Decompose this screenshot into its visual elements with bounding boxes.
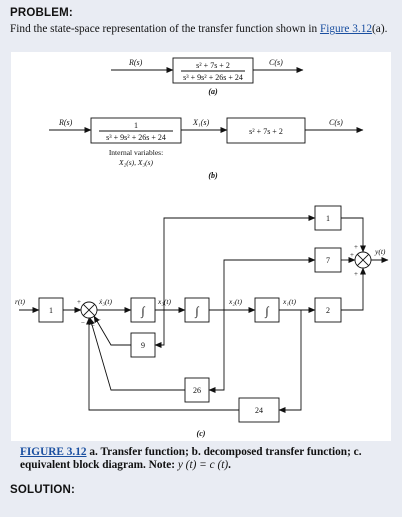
figure-link[interactable]: Figure 3.12 bbox=[319, 23, 373, 35]
c-x3dot-label: ẋ₃(t) bbox=[98, 297, 113, 306]
problem-statement: Find the state-space representation of t… bbox=[10, 23, 390, 36]
b-block2-tf: s² + 7s + 2 bbox=[249, 127, 283, 136]
c-x1-to-fb24 bbox=[278, 310, 302, 413]
c-x3-to-gain1 bbox=[163, 215, 316, 310]
a-output-label: C(s) bbox=[269, 58, 283, 67]
c-fb-gain-24-value: 24 bbox=[255, 406, 263, 415]
b-block1-denominator: s³ + 9s² + 26s + 24 bbox=[106, 133, 166, 142]
c-gain2-to-sum bbox=[341, 267, 366, 311]
c-x2-to-gain7 bbox=[223, 257, 316, 310]
b-input-label: R(s) bbox=[58, 118, 73, 127]
caption-math: y (t) = c (t) bbox=[177, 459, 229, 471]
a-denominator: s³ + 9s² + 26s + 24 bbox=[183, 73, 243, 82]
c-integrator-2-symbol: ∫ bbox=[194, 304, 199, 318]
c-fb26-to-sum bbox=[88, 317, 185, 391]
c-sign-minus-3: − bbox=[97, 316, 101, 324]
figure-caption: FIGURE 3.12 a. Transfer function; b. dec… bbox=[20, 446, 390, 472]
c-sign-plus: + bbox=[77, 298, 81, 306]
problem-text-end: (a). bbox=[372, 23, 388, 35]
b-mid-signal-label: X₁(s) bbox=[192, 118, 209, 127]
c-fb-gain-26-value: 26 bbox=[193, 386, 201, 395]
c-sign-minus-2: − bbox=[91, 322, 95, 330]
caption-end: . bbox=[228, 459, 231, 471]
c-x1-label: x₁(t) bbox=[282, 297, 297, 306]
b-note-line2: X₂(s), X₃(s) bbox=[118, 158, 153, 167]
c-out-cross-2 bbox=[356, 253, 370, 267]
c-out-sign-bottom: + bbox=[354, 270, 358, 278]
b-block1-numerator: 1 bbox=[134, 121, 138, 130]
solution-header: SOLUTION: bbox=[10, 484, 76, 496]
a-figure-label: (a) bbox=[208, 87, 218, 96]
c-x3-label: x₃(t) bbox=[157, 297, 172, 306]
a-transfer-block bbox=[172, 57, 254, 84]
c-input-label: r(t) bbox=[15, 297, 26, 306]
c-sum-cross-2 bbox=[82, 303, 96, 317]
c-gain-2-value: 2 bbox=[326, 306, 330, 315]
c-gain-7-value: 7 bbox=[326, 256, 330, 265]
c-integrator-1-symbol: ∫ bbox=[140, 304, 145, 318]
c-x2-label: x₂(t) bbox=[228, 297, 243, 306]
c-x3-to-fb9 bbox=[154, 310, 165, 348]
c-integrator-3-symbol: ∫ bbox=[264, 304, 269, 318]
c-fb9-to-sum bbox=[93, 315, 131, 346]
c-out-sign-left: + bbox=[350, 251, 354, 259]
figure-3-12: R(s) s² + 7s + 2 s³ + 9s² + 26s + 24 C(s… bbox=[11, 52, 391, 441]
b-note-line1: Internal variables: bbox=[109, 148, 163, 157]
c-gain-in-value: 1 bbox=[49, 306, 53, 315]
c-out-sign-top: + bbox=[354, 243, 358, 251]
problem-header: PROBLEM: bbox=[10, 7, 73, 19]
c-x2-to-fb26 bbox=[208, 310, 225, 393]
caption-figure-link[interactable]: FIGURE 3.12 bbox=[20, 446, 87, 458]
block-diagram-figure: R(s) s² + 7s + 2 s³ + 9s² + 26s + 24 C(s… bbox=[15, 57, 389, 438]
a-input-label: R(s) bbox=[128, 58, 143, 67]
problem-text: Find the state-space representation of t… bbox=[10, 23, 320, 35]
c-sign-minus-1: − bbox=[81, 319, 85, 327]
a-numerator: s² + 7s + 2 bbox=[196, 61, 230, 70]
b-block-2 bbox=[226, 117, 306, 144]
c-gain1-to-sum bbox=[341, 217, 366, 253]
c-fb-gain-9-value: 9 bbox=[141, 341, 145, 350]
caption-text: a. Transfer function; b. decomposed tran… bbox=[20, 446, 362, 471]
b-figure-label: (b) bbox=[208, 171, 218, 180]
b-block-1 bbox=[90, 117, 182, 144]
c-fb24-to-sum bbox=[86, 317, 239, 411]
c-figure-label: (c) bbox=[197, 429, 206, 438]
c-output-label: y(t) bbox=[374, 247, 386, 256]
c-gain-1-value: 1 bbox=[326, 214, 330, 223]
b-output-label: C(s) bbox=[329, 118, 343, 127]
